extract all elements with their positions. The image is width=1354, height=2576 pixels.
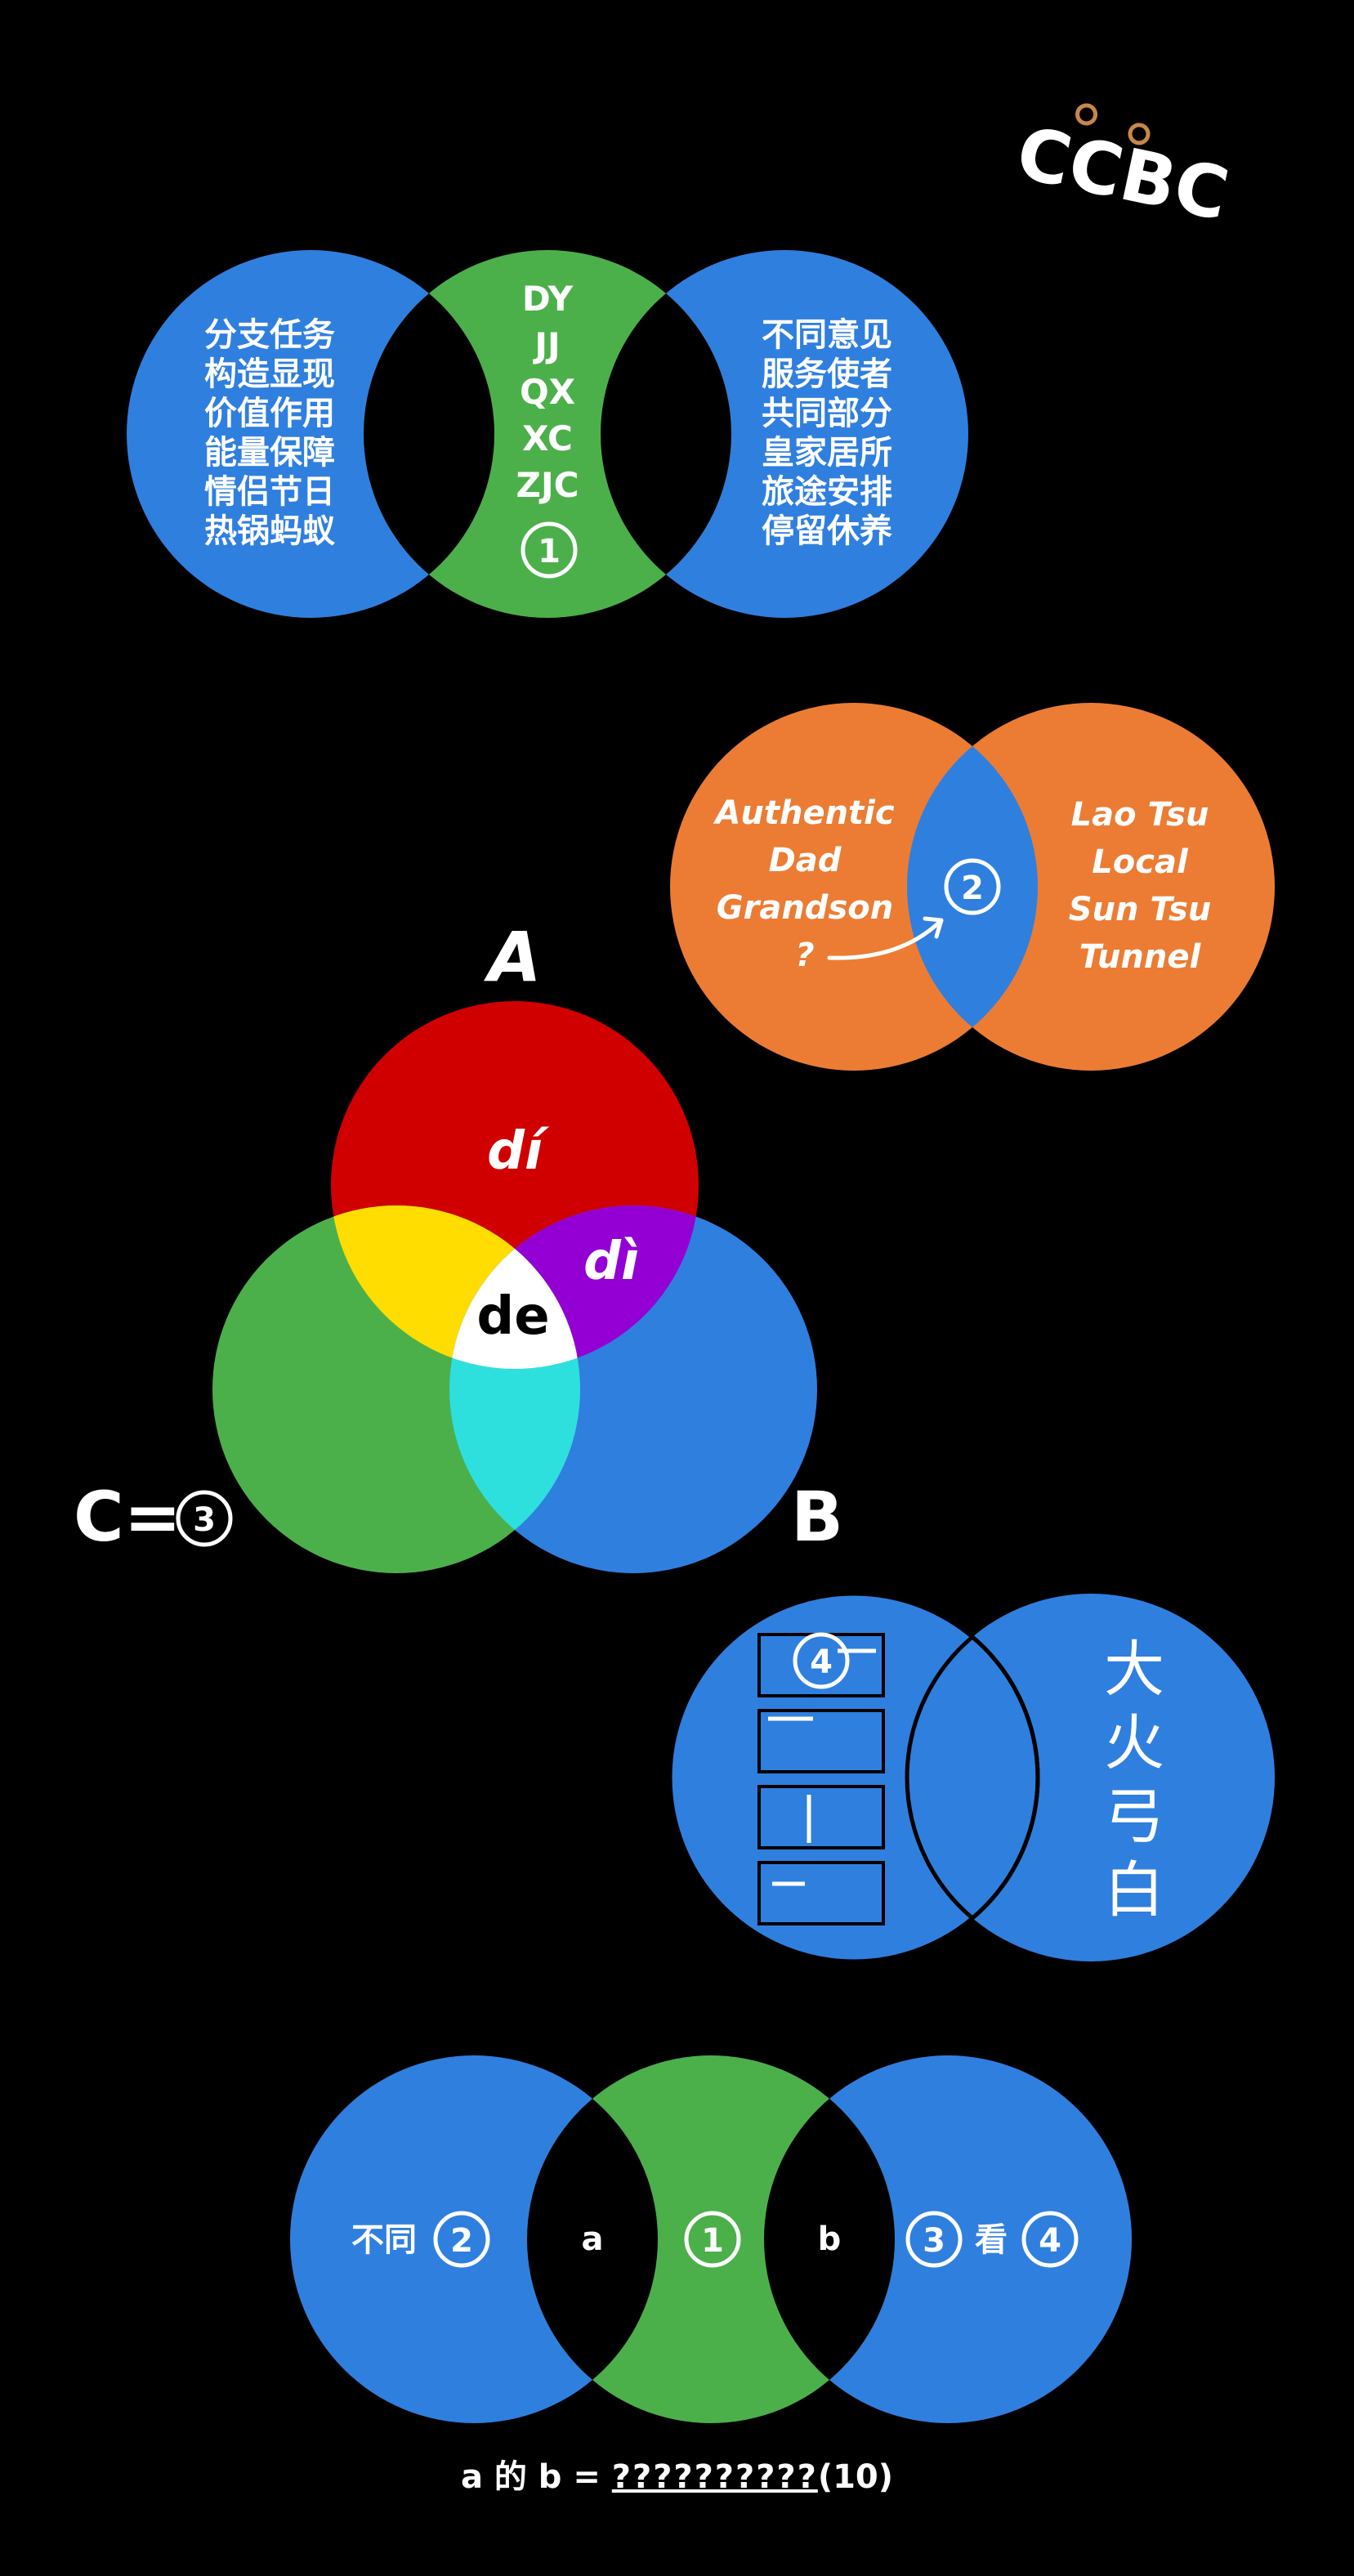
p1-marker: 1 bbox=[538, 533, 561, 570]
final-right-overlap bbox=[764, 2055, 895, 2423]
p1-right-overlap bbox=[601, 250, 731, 618]
p1-center-word: QX bbox=[520, 372, 575, 412]
p2-marker: 2 bbox=[961, 870, 984, 907]
final-left-text: 不同 bbox=[351, 2221, 417, 2259]
p4-box bbox=[757, 1861, 885, 1925]
p1-right-word: 服务使者 bbox=[762, 356, 892, 393]
p2-right-words: Lao Tsu Local Sun Tsu Tunnel bbox=[1069, 796, 1212, 976]
final-center-marker: 1 bbox=[701, 2222, 724, 2260]
p2-right-word: Tunnel bbox=[1079, 938, 1202, 976]
p3-label-b: B bbox=[791, 1477, 843, 1557]
final-right-marker2-circle bbox=[1021, 2211, 1079, 2268]
p1-left-word: 热锅蚂蚁 bbox=[204, 512, 336, 550]
p4-right-char: 火 bbox=[1104, 1708, 1164, 1778]
p1-right-word: 皇家居所 bbox=[762, 434, 892, 472]
final-left-overlap-text: a bbox=[582, 2220, 604, 2258]
p4-right-char: 白 bbox=[1104, 1855, 1164, 1925]
p1-center-words: DY JJ QX XC ZJC 1 bbox=[516, 279, 579, 579]
p4-right-char: 弓 bbox=[1104, 1782, 1164, 1852]
p2-marker-circle bbox=[944, 858, 1001, 915]
formula-suffix: (10) bbox=[817, 2458, 894, 2496]
p1-left-overlap bbox=[364, 250, 494, 618]
p2-left-word: Grandson bbox=[717, 889, 893, 927]
p3-label-a: A bbox=[483, 917, 541, 997]
p2-left-word: ? bbox=[795, 937, 814, 974]
p1-marker-circle bbox=[521, 521, 578, 579]
final-right-marker: 3 bbox=[923, 2222, 945, 2260]
ccbc-logo: CCBC bbox=[1010, 103, 1236, 237]
logo-text: CCBC bbox=[1010, 110, 1236, 237]
p1-right-word: 不同意见 bbox=[762, 316, 892, 354]
p3-overlap-abc bbox=[449, 1205, 580, 1369]
p2-arrowhead-icon bbox=[923, 916, 944, 939]
final-left-overlap bbox=[527, 2055, 658, 2423]
p4-right-circle bbox=[907, 1594, 1275, 1961]
puzzle-3-venn: A B C= 3 dí dì de bbox=[74, 917, 843, 1573]
p1-left-word: 分支任务 bbox=[204, 316, 335, 354]
p1-right-word: 旅途安排 bbox=[762, 473, 892, 511]
p2-right-word: Sun Tsu bbox=[1069, 891, 1212, 928]
p1-right-words: 不同意见 服务使者 共同部分 皇家居所 旅途安排 停留休养 bbox=[762, 316, 892, 550]
p1-left-word: 能量保障 bbox=[204, 434, 335, 472]
formula-prefix: a 的 b = bbox=[460, 2458, 612, 2496]
final-left-marker: 2 bbox=[450, 2222, 473, 2260]
p2-left-word: Dad bbox=[769, 842, 842, 879]
p1-center-word: JJ bbox=[532, 325, 560, 365]
p4-overlap-right-arc bbox=[905, 1635, 974, 1920]
answer-formula: a 的 b = ??????????(10) bbox=[0, 2450, 1354, 2498]
p1-center-word: DY bbox=[522, 279, 574, 319]
p1-left-word: 价值作用 bbox=[204, 395, 335, 432]
p1-left-words: 分支任务 构造显现 价值作用 能量保障 情侣节日 热锅蚂蚁 bbox=[204, 316, 336, 550]
p1-right-word: 停留休养 bbox=[762, 512, 892, 550]
final-right-text: 看 bbox=[975, 2221, 1008, 2259]
p1-center-word: XC bbox=[522, 418, 573, 458]
p4-marker: 4 bbox=[810, 1644, 833, 1681]
p1-left-word: 构造显现 bbox=[204, 356, 335, 393]
p2-left-words: Authentic Dad Grandson ? bbox=[713, 794, 894, 974]
answer-blanks: ?????????? bbox=[611, 2458, 818, 2496]
logo-dot-icon bbox=[1075, 103, 1098, 126]
p3-region-top: dí bbox=[487, 1121, 550, 1182]
p2-right-word: Local bbox=[1092, 843, 1189, 881]
p3-marker-circle bbox=[176, 1490, 233, 1547]
final-right-marker-circle bbox=[905, 2211, 963, 2268]
p1-center-word: ZJC bbox=[516, 465, 579, 505]
p1-left-word: 情侣节日 bbox=[204, 473, 335, 511]
final-center-marker-circle bbox=[684, 2211, 741, 2268]
p3-marker: 3 bbox=[193, 1501, 216, 1539]
p4-right-char: 大 bbox=[1104, 1635, 1164, 1705]
p2-left-word: Authentic bbox=[713, 794, 894, 832]
puzzle-4-venn: 4 大 火 弓 白 bbox=[668, 1591, 1275, 1964]
p3-region-right: dì bbox=[583, 1232, 639, 1292]
p2-arrow-icon bbox=[827, 919, 942, 960]
final-right-marker2: 4 bbox=[1039, 2222, 1061, 2260]
p3-center-group bbox=[449, 1205, 580, 1369]
final-left-marker-circle bbox=[433, 2211, 490, 2268]
p4-box bbox=[757, 1709, 885, 1773]
final-right-overlap-text: b bbox=[818, 2220, 842, 2258]
final-venn: 不同 2 a 1 b 3 看 4 bbox=[290, 2055, 1132, 2423]
logo-dot-icon bbox=[1128, 123, 1151, 145]
p4-right-chars: 大 火 弓 白 bbox=[1104, 1635, 1164, 1925]
p3-label-c: C= bbox=[74, 1477, 181, 1557]
p1-right-word: 共同部分 bbox=[762, 395, 892, 432]
p2-right-word: Lao Tsu bbox=[1071, 796, 1209, 834]
p4-overlap-left-arc bbox=[971, 1635, 1040, 1920]
p4-box bbox=[757, 1785, 885, 1849]
puzzle-2-venn: Authentic Dad Grandson ? 2 Lao Tsu Local… bbox=[670, 703, 1275, 1071]
p3-region-center: de bbox=[476, 1286, 549, 1347]
p2-overlap bbox=[907, 703, 1038, 1071]
puzzle-1-venn: 分支任务 构造显现 价值作用 能量保障 情侣节日 热锅蚂蚁 DY JJ QX X… bbox=[127, 250, 968, 618]
p4-marker-circle bbox=[793, 1632, 850, 1689]
